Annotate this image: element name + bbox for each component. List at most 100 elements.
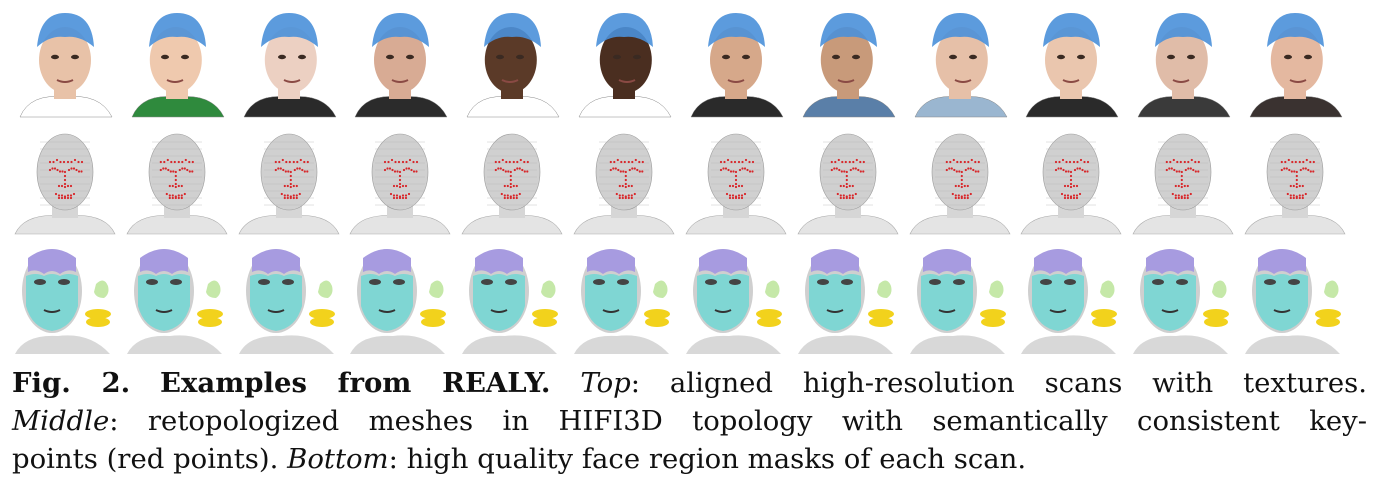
textured-scan-5 [457,5,567,120]
face-mask-5 [457,236,567,358]
mask-eye-right [1287,279,1300,285]
mask-nose-region [1100,280,1115,298]
face-mask-6 [569,236,679,358]
keypoint [66,160,70,164]
keypoint [844,160,847,164]
keypoint [952,168,955,172]
mask-forehead [475,249,524,274]
keypoint [634,158,637,162]
keypoint [399,196,402,200]
keypoint [526,170,529,173]
scan-shoulders [1249,96,1343,118]
mask-upper-lip [532,309,559,319]
keypoint [952,158,955,162]
keypoint [1178,170,1181,173]
keypoint [856,168,860,172]
keypoint [289,178,292,182]
keypoint [1187,160,1190,164]
keypoint [719,168,722,172]
mask-eye-left [704,279,717,285]
keypoint [957,184,960,188]
scan-eye-right [1077,54,1086,60]
mask-eye-right [393,279,406,285]
keypoint [63,170,67,174]
keypoint [405,184,408,188]
keypoint [1064,196,1067,200]
keypoint [174,196,177,200]
keypoint [295,160,299,164]
face-mask-2 [122,236,232,358]
scan-eye-left [831,54,840,60]
scan-cap [931,13,989,47]
keypoint [57,194,61,197]
mask-eye-right [58,279,70,285]
keypoint [162,167,165,170]
keypoint [292,184,295,188]
mask-lower-lip [309,317,334,327]
mask-mouth [378,309,396,313]
mask-nose-region [429,280,444,298]
keypoint [159,160,162,164]
scan-mouth [1062,79,1080,83]
keypoint [280,192,283,196]
keypoint [737,196,740,200]
keypoint [188,170,191,173]
mask-forehead [698,249,747,274]
keypoint [289,182,292,186]
retopo-mesh-6 [569,122,679,237]
keypoint [518,192,522,196]
mask-upper-lip [1203,309,1230,319]
face-mask-3 [234,236,344,358]
mesh-bust [1020,215,1122,235]
keypoint [173,160,176,164]
keypoint [283,194,286,197]
keypoint [1076,184,1079,188]
scan-face [485,27,538,93]
keypoint [1301,196,1304,200]
mask-eye-right [169,279,182,285]
row-textured-scans [10,5,1350,120]
keypoint [396,194,399,197]
keypoint [624,182,627,186]
keypoint [1197,170,1200,173]
keypoint [954,194,957,197]
keypoint [1064,194,1067,197]
keypoint [170,160,173,164]
keypoint [1186,196,1190,200]
mask-eye-left [257,279,270,285]
keypoint [1307,168,1310,172]
keypoint [1189,167,1193,170]
mask-lower-lip [868,317,893,327]
keypoint [384,160,387,164]
keypoint [751,170,754,173]
keypoint [1177,184,1181,188]
keypoint [1295,185,1298,189]
keypoint [393,184,396,188]
keypoint [515,196,519,200]
keypoint [174,170,177,174]
keypoint [80,160,84,164]
keypoint [405,194,408,197]
caption-fig-label: Fig. 2. [12,367,131,399]
scan-shoulders [802,96,896,118]
keypoint [1175,170,1179,173]
keypoint [740,194,743,197]
keypoint [63,185,67,189]
keypoint [70,167,73,170]
mask-upper-lip [1314,309,1341,319]
keypoint [59,160,62,164]
keypoint [1076,194,1079,197]
mesh-bust [461,215,563,235]
keypoint [303,170,306,173]
keypoint [1074,168,1077,172]
keypoint [168,194,171,197]
keypoint [734,178,737,182]
mask-bust [909,335,1005,354]
mask-mouth [490,309,508,313]
keypoint [1286,192,1289,196]
keypoint [960,178,963,182]
keypoint [1186,194,1190,197]
scan-cap [148,13,206,47]
keypoint [1065,160,1068,164]
keypoint [1302,160,1305,164]
